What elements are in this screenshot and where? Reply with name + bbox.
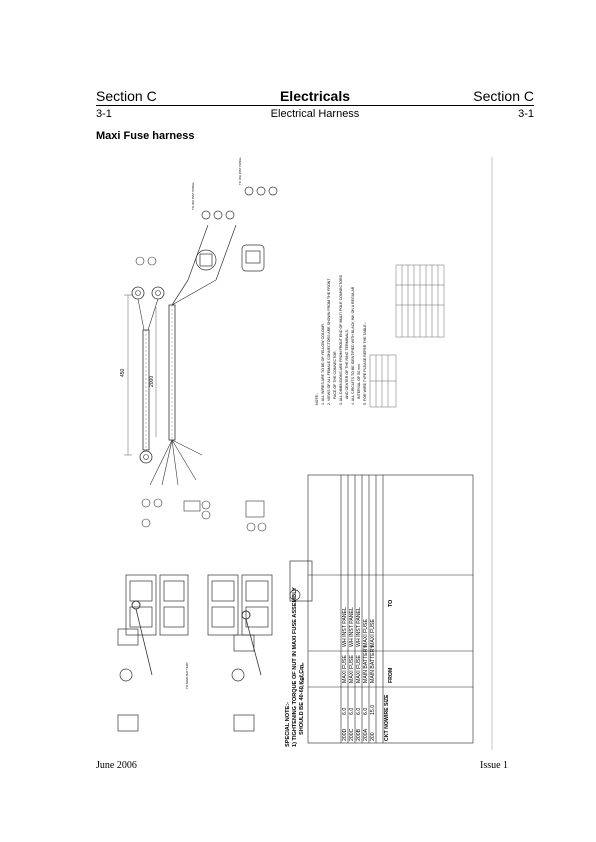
table-cell-r3-c0: 200A (363, 728, 369, 741)
maxi-fuse-assembly (117, 560, 313, 732)
table-cell-r3-c1: 6.0 (363, 708, 369, 715)
table-cell-r4-c0: 200 (370, 732, 376, 741)
fuse-label-a: TO MAIN BATTERY (185, 662, 189, 689)
note-3: 3. ALL DIMENSIONS ARE FROM FRONT END OF … (339, 274, 343, 405)
fuse-label-b: TO MAIN BATTERY (301, 662, 305, 689)
revision-block (395, 264, 445, 338)
table-cell-r4-c1: 15.0 (370, 705, 376, 715)
note-2b: FACE OF THE CONNECTOR. (333, 350, 337, 399)
note-2: 2. VIEWS OF ALL FEMALE CONNECTORS ARE SH… (327, 278, 331, 405)
table-cell-r2-c1: 6.0 (356, 708, 362, 715)
note-3b: AND CENTER OF THE RING TERMINALS. (345, 329, 349, 399)
harness-drawing: 450 2000 (96, 155, 516, 750)
dim-2000: 2000 (149, 376, 155, 387)
multi-pole-connectors (195, 186, 278, 272)
note-block: NOTE:- 1. ALL WIRES ARE TO BE OF YELLOW … (315, 274, 367, 405)
table-header-to: TO (388, 600, 394, 607)
connector-label-a: TO WH INST PANEL (191, 182, 195, 210)
table-cell-r1-c1: 6.0 (349, 708, 355, 715)
header-title: Electricals (279, 88, 351, 104)
subheader-subtitle: Electrical Harness (270, 108, 360, 120)
table-cell-r3-c3: MAXI FUSE (363, 619, 369, 647)
table-cell-r0-c1: 6.0 (342, 708, 348, 715)
upper-harness (124, 286, 165, 464)
note-title: NOTE:- (315, 392, 319, 405)
footer-issue: Issue 1 (480, 760, 509, 771)
table-cell-r4-c2: MAIN BATTERY (370, 645, 376, 683)
connector-label-b: TO WH INST PANEL (238, 157, 242, 185)
lower-harness (149, 224, 237, 486)
table-header-from: FROM (388, 668, 394, 683)
special-note: SPECIAL NOTE:- 1) TIGHTENING TORQUE OF N… (285, 587, 305, 747)
table-cell-r2-c2: MAXI FUSE (356, 655, 362, 683)
special-note-title: SPECIAL NOTE:- (285, 702, 291, 747)
note-4: 4. ALL CIRCUITS TO BE IDENTIFIED WITH BL… (351, 286, 355, 405)
subheader-page-right: 3-1 (518, 108, 534, 120)
table-cell-r1-c2: MAXI FUSE (349, 655, 355, 683)
table-cell-r4-c3: MAXI FUSE (370, 619, 376, 647)
header-section-left: Section C (96, 88, 157, 104)
running-header: Section C Electricals Section C (96, 88, 534, 106)
wire-type-table (369, 354, 397, 408)
note-4b: INTERVAL OF 50 mm. (357, 363, 361, 399)
page-title: Maxi Fuse harness (96, 130, 195, 142)
note-5: 5. FOR WIRE TYPE PLEASE REFER THE TABLE:… (363, 321, 367, 405)
header-rule (96, 105, 534, 106)
table-cell-r2-c3: WH INST PANEL (356, 607, 362, 647)
table-cell-r3-c2: MAIN BATTERY (363, 645, 369, 683)
table-cell-r1-c0: 200C (349, 728, 355, 741)
note-1: 1. ALL WIRES ARE TO BE OF YELLOW COLOUR. (321, 323, 325, 405)
special-note-line1: 1) TIGHTENING TORQUE OF NUT IN MAXI FUSE… (292, 587, 298, 747)
upper-callouts (135, 256, 163, 508)
table-cell-r0-c2: MAXI FUSE (342, 655, 348, 683)
table-cell-r1-c3: WH INST PANEL (349, 607, 355, 647)
dim-450: 450 (120, 368, 126, 377)
lower-connectors (141, 500, 267, 532)
header-section-right: Section C (473, 88, 534, 104)
subheader-page-left: 3-1 (96, 108, 112, 120)
footer-date: June 2006 (96, 760, 137, 771)
running-subheader: 3-1 Electrical Harness 3-1 (96, 108, 534, 122)
table-header-ckt: CKT NO (384, 721, 390, 741)
table-cell-r0-c0: 200D (342, 728, 348, 741)
table-header-wire: WIRE SIZE (384, 694, 390, 721)
special-note-line2: SHOULD BE 40-60 Kgf Cm. (299, 663, 305, 735)
circuit-table (307, 474, 474, 744)
table-cell-r2-c0: 200B (356, 728, 362, 741)
table-cell-r0-c3: WH INST PANEL (342, 607, 348, 647)
